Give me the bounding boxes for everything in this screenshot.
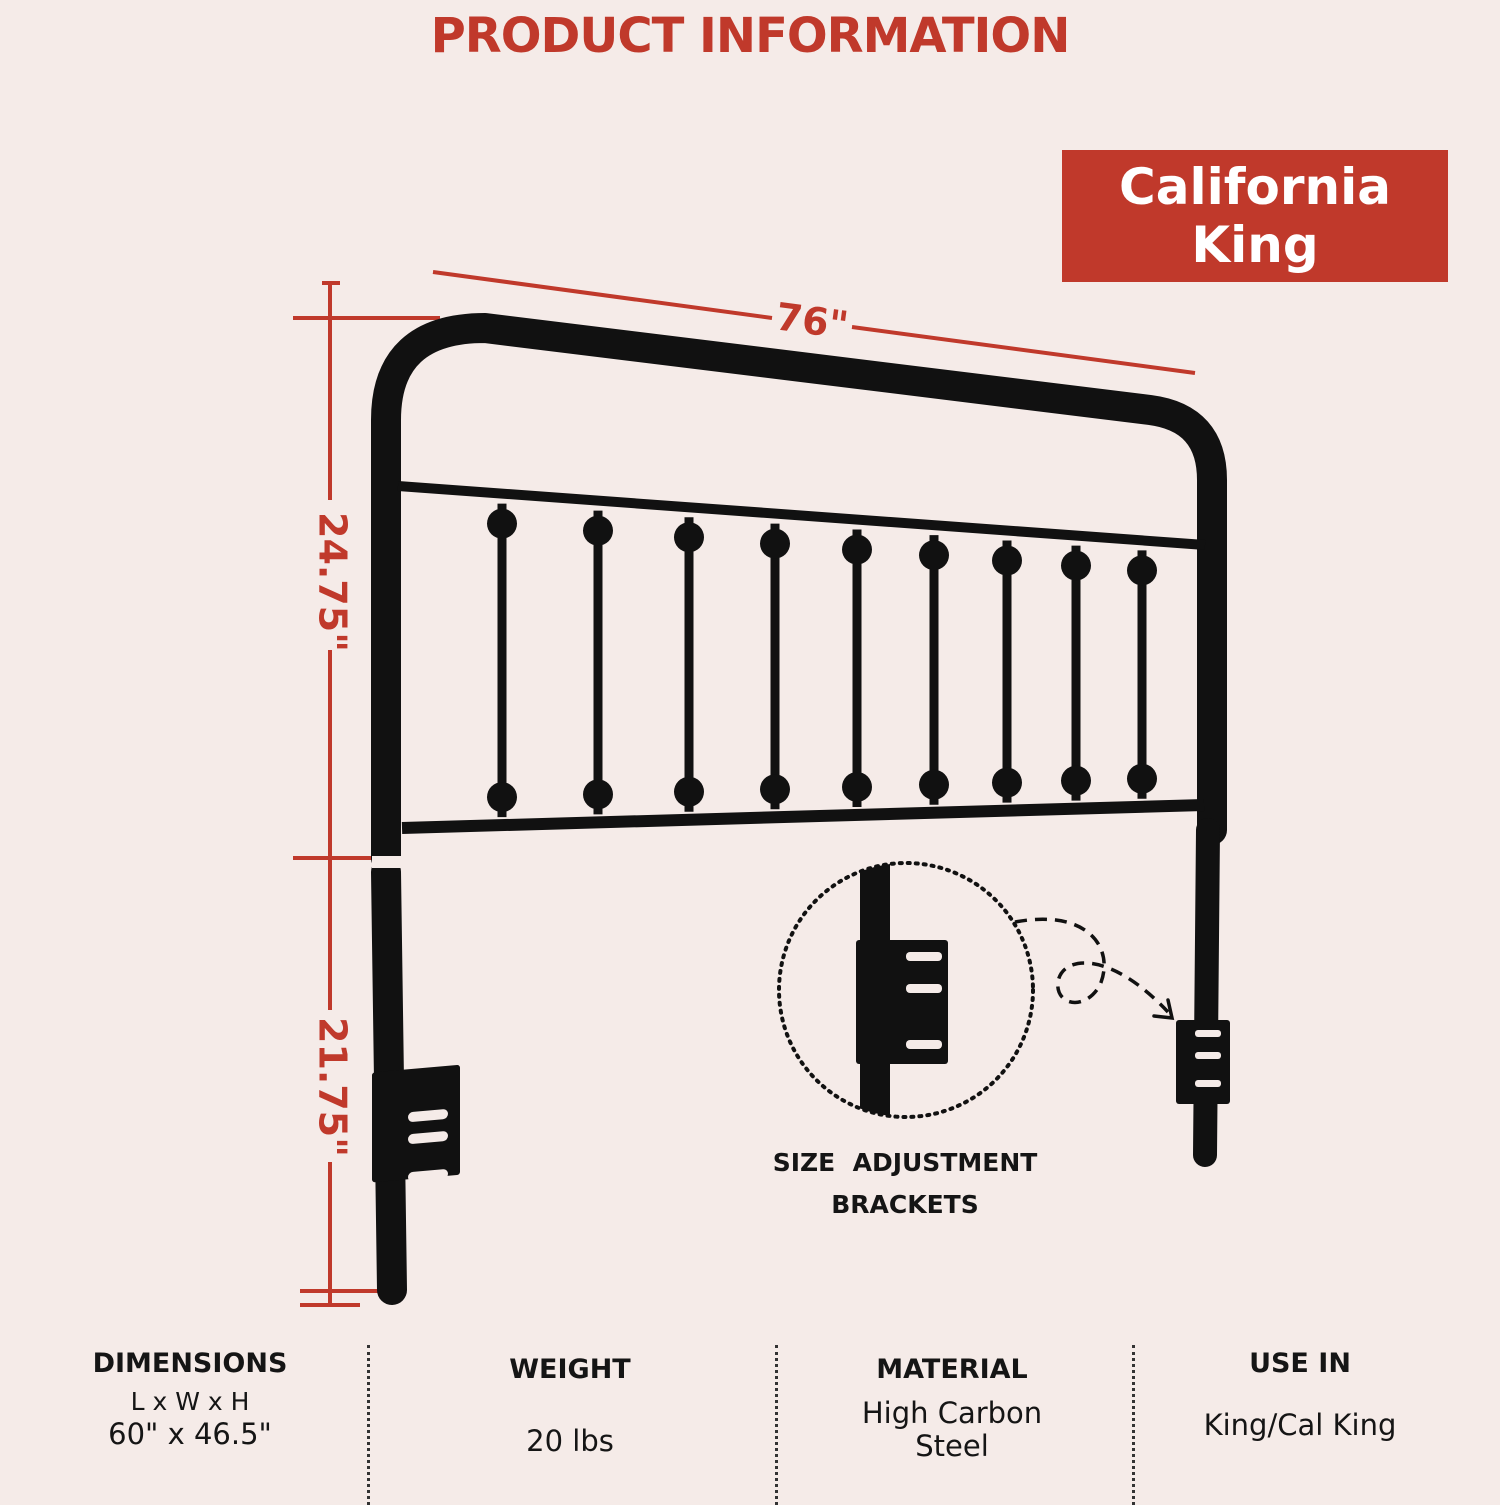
- spindle-knob-1-bottom: [487, 782, 517, 813]
- dashed-arrow-head: [1152, 998, 1175, 1021]
- spindle-knob-3-top: [674, 522, 704, 553]
- headboard-illustration: 76" 24.75" 21.75": [293, 270, 1230, 1307]
- spindle-knob-2-bottom: [583, 779, 613, 810]
- spec-material-line-2: Steel: [915, 1429, 989, 1463]
- width-dimension-line-left: [432, 270, 773, 320]
- width-label: 76": [773, 294, 851, 347]
- size-badge-line-1: California: [1119, 158, 1391, 216]
- spec-use-in-value: King/Cal King: [1203, 1408, 1397, 1442]
- spindle-knob-3-bottom: [674, 776, 704, 807]
- spec-dimensions: DIMENSIONS L x W x H 60" x 46.5": [40, 1330, 340, 1500]
- right-leg: [1193, 818, 1220, 1167]
- callout-caption: SIZE ADJUSTMENT BRACKETS: [740, 1142, 1070, 1226]
- size-badge-line-2: King: [1191, 216, 1319, 274]
- headboard-top-rail: [371, 313, 1227, 873]
- callout-bracket-slot-3: [906, 1040, 942, 1049]
- spindle-knob-2-top: [583, 515, 613, 546]
- callout-bracket-slot-2: [906, 984, 942, 993]
- spec-material-title: MATERIAL: [876, 1354, 1028, 1385]
- page-title: PRODUCT INFORMATION: [430, 8, 1071, 64]
- width-dimension-line-right: [851, 325, 1196, 375]
- spindle-knob-8-top: [1061, 550, 1091, 581]
- spindle-knob-4-top: [760, 528, 790, 559]
- lower-height-label: 21.75": [311, 1017, 355, 1157]
- left-leg-joint-gap: [372, 856, 406, 868]
- left-bracket-slot-3: [408, 1169, 448, 1182]
- spindle-knob-9-top: [1127, 555, 1157, 586]
- spec-divider-3: [1132, 1345, 1135, 1505]
- right-bracket: [1176, 1020, 1230, 1104]
- spec-weight: WEIGHT 20 lbs: [420, 1330, 720, 1500]
- spec-material: MATERIAL High Carbon Steel: [802, 1330, 1102, 1500]
- dashed-arrow-icon: [1014, 917, 1170, 1014]
- upper-crossbar: [397, 481, 1206, 550]
- spindle-knob-7-top: [992, 545, 1022, 576]
- spec-material-line-1: High Carbon: [861, 1396, 1043, 1430]
- spindles: [487, 503, 1157, 818]
- lower-crossbar: [401, 799, 1205, 834]
- spec-dimensions-sub: L x W x H: [130, 1387, 250, 1416]
- spindle-knob-9-bottom: [1127, 763, 1157, 794]
- spec-bar: DIMENSIONS L x W x H 60" x 46.5" WEIGHT …: [0, 1330, 1500, 1505]
- spindle-knob-8-bottom: [1061, 765, 1091, 796]
- size-badge: California King: [1062, 150, 1448, 282]
- bracket-icon: [372, 1065, 460, 1183]
- spec-weight-title: WEIGHT: [509, 1354, 631, 1385]
- width-dimension: 76": [432, 270, 1196, 375]
- callout-bracket-plate: [856, 940, 948, 1064]
- spindle-knob-6-top: [919, 540, 949, 571]
- right-bracket-slot-2: [1195, 1052, 1221, 1059]
- upper-height-label: 24.75": [311, 512, 355, 652]
- spindle-knob-7-bottom: [992, 767, 1022, 798]
- left-bracket-slot-1: [408, 1109, 448, 1122]
- spec-dimensions-title: DIMENSIONS: [92, 1348, 288, 1379]
- callout-bracket-slot-1: [906, 952, 942, 961]
- spindle-knob-1-top: [487, 508, 517, 539]
- spindle-knob-5-top: [842, 534, 872, 565]
- spec-divider-1: [367, 1345, 370, 1505]
- spec-use-in: USE IN King/Cal King: [1150, 1330, 1450, 1500]
- spec-divider-2: [775, 1345, 778, 1505]
- callout-magnifier: [777, 861, 1175, 1119]
- left-bracket-plate: [372, 1065, 460, 1183]
- spindle-knob-6-bottom: [919, 769, 949, 800]
- callout-caption-line-2: BRACKETS: [831, 1190, 979, 1219]
- right-bracket-slot-3: [1195, 1080, 1221, 1087]
- spec-use-in-title: USE IN: [1249, 1348, 1351, 1379]
- spindle-knob-5-bottom: [842, 771, 872, 802]
- left-bracket-slot-2: [408, 1131, 448, 1144]
- spindle-knob-4-bottom: [760, 774, 790, 805]
- callout-caption-line-1: SIZE ADJUSTMENT: [772, 1148, 1038, 1177]
- spec-weight-value: 20 lbs: [526, 1424, 614, 1458]
- right-bracket-slot-1: [1195, 1030, 1221, 1037]
- spec-dimensions-value: 60" x 46.5": [108, 1417, 272, 1451]
